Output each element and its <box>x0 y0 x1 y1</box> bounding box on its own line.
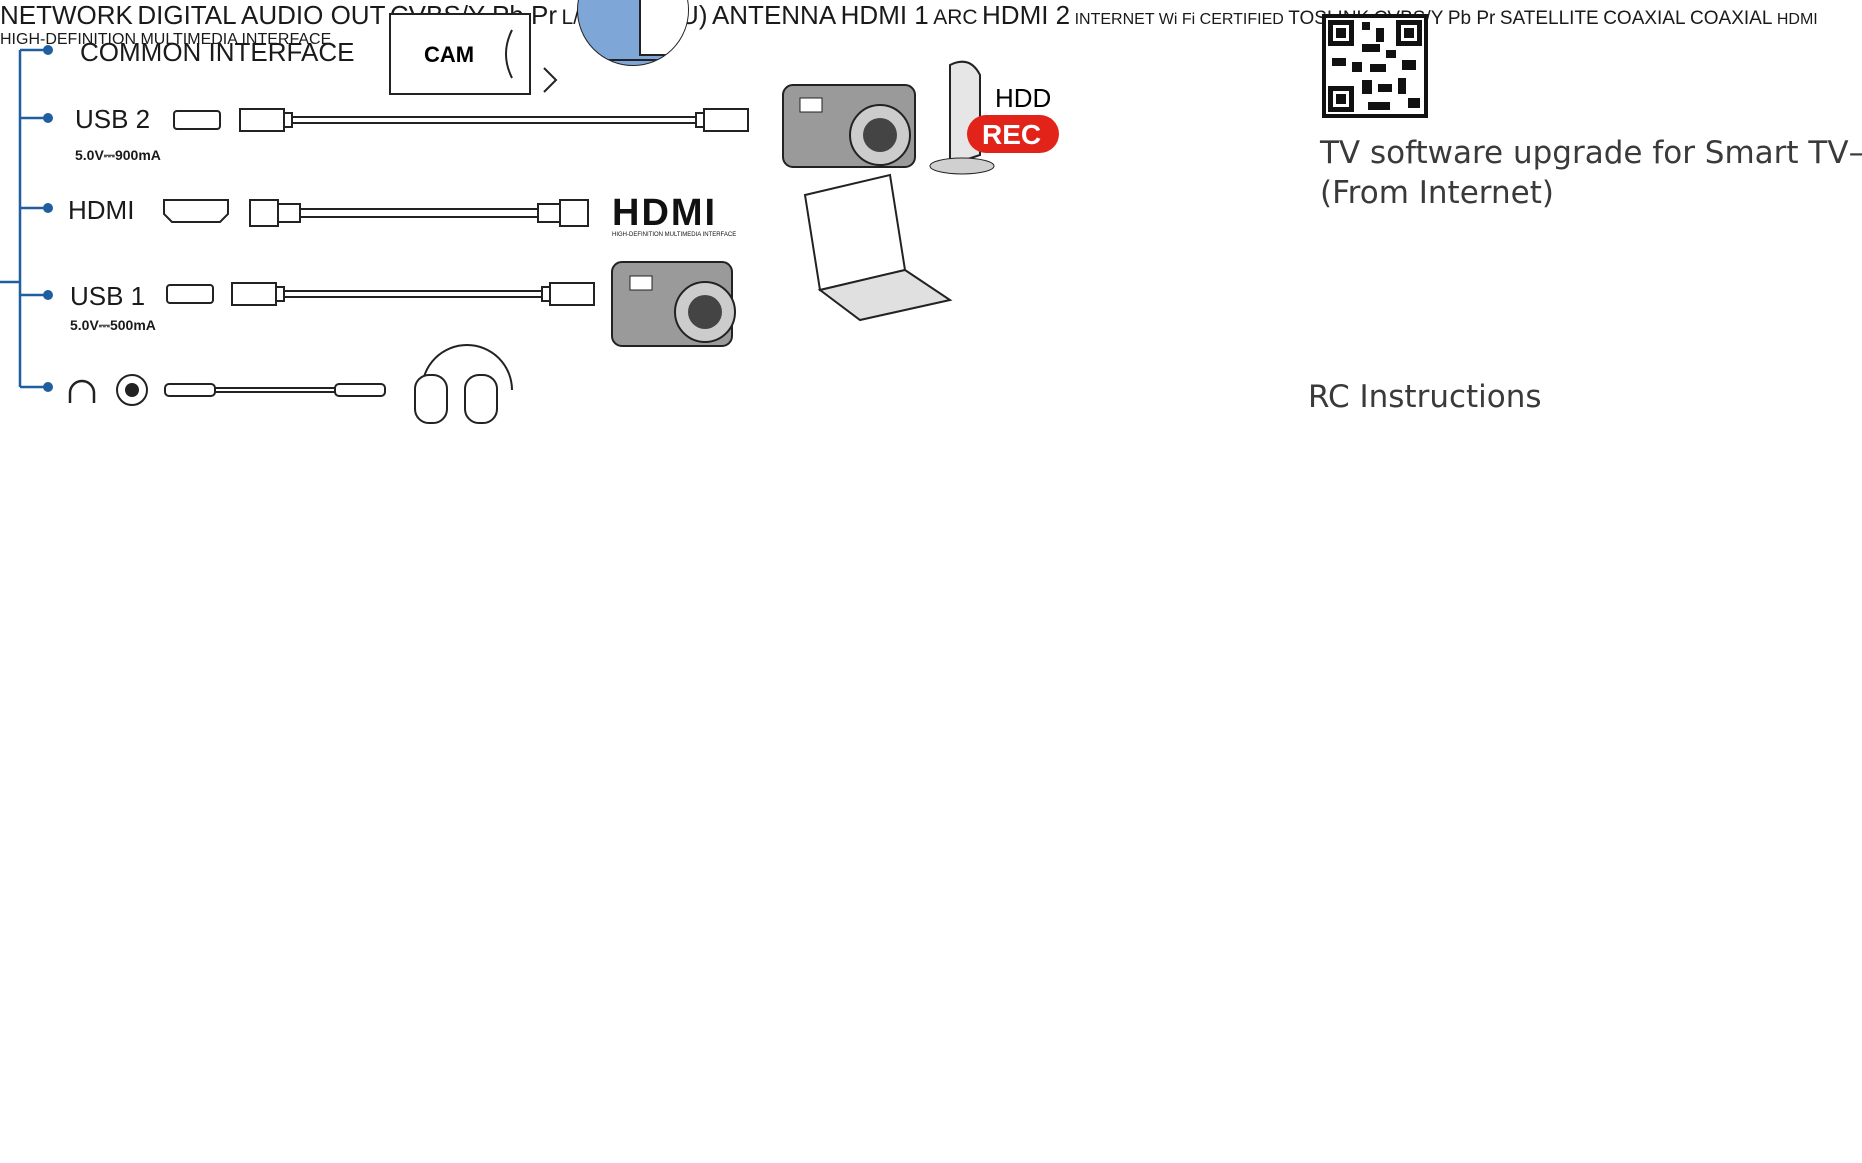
top-connector-dots <box>43 45 53 392</box>
coaxial-tag: COAXIAL <box>1690 8 1773 29</box>
svg-text:HIGH-DEFINITION MULTIMEDIA INT: HIGH-DEFINITION MULTIMEDIA INTERFACE <box>612 232 736 238</box>
svg-text:HDMI: HDMI <box>612 192 717 234</box>
sat-port-icon: SATELLITE COAXIAL COAXIAL HDMI HIGH-DEFI… <box>0 8 1862 415</box>
qr-code-software-upgrade <box>1322 14 1428 118</box>
cam-label: CAM <box>424 42 474 67</box>
digital-audio-label-line2: AUDIO OUT <box>241 0 386 30</box>
digital-audio-label-line1: DIGITAL <box>137 0 237 30</box>
usb2-label: USB 2 <box>75 104 150 134</box>
antenna-label: ANTENNA <box>711 0 837 30</box>
chevron-right-icon <box>543 67 558 93</box>
usb-port-icon <box>166 284 214 304</box>
cam-module-icon: CAM <box>389 13 531 95</box>
usb1-label: USB 1 <box>70 281 145 311</box>
usb1-rating: 5.0V⎓500mA <box>70 317 156 333</box>
usb-cable-icon <box>231 282 595 306</box>
network-label: NETWORK <box>0 0 133 30</box>
usb2-rating: 5.0V⎓900mA <box>75 147 161 163</box>
laptop-icon <box>803 173 953 322</box>
qr-rc-caption: RC Instructions <box>1308 379 1542 415</box>
hdmi-logo: HDMI HIGH-DEFINITION MULTIMEDIA INTERFAC… <box>612 192 736 238</box>
top-connector-lines <box>0 48 46 389</box>
headphone-port-icon <box>68 379 96 403</box>
hdmi-top-label: HDMI <box>68 195 134 225</box>
satellite-coaxial-tag: SATELLITE COAXIAL <box>1499 8 1686 29</box>
camera-icon <box>611 261 736 347</box>
hdmi1-port-icon: HDMI HIGH-DEFINITION MULTIMEDIA INTERFAC… <box>0 11 1862 415</box>
hdmi-port-icon <box>163 199 229 223</box>
audio-cable-icon <box>164 383 386 397</box>
common-interface-label: COMMON INTERFACE <box>80 37 354 67</box>
qr-software-caption-line2: (From Internet) <box>1320 175 1554 211</box>
rec-badge: REC <box>982 119 1041 150</box>
hdd-label: HDD <box>995 83 1051 113</box>
hdmi-logo: HDMI HIGH-DEFINITION MULTIMEDIA INTERFAC… <box>0 11 1818 48</box>
usb-cable-icon <box>239 108 749 132</box>
cam-slot-zoom-icon <box>577 0 689 66</box>
hdmi2-label: HDMI 2 <box>982 0 1071 30</box>
antenna-port-icon: COAXIAL HDMI HIGH-DEFINITION MULTIMEDIA … <box>0 8 1862 415</box>
wifi-certified-logo: Wi Fi CERTIFIED <box>1158 11 1284 28</box>
hdmi1-label: HDMI 1 <box>840 0 929 30</box>
camera-icon <box>782 84 916 168</box>
internet-label: INTERNET <box>1074 11 1155 28</box>
qr-software-caption-line1: TV software upgrade for Smart TV– <box>1320 135 1862 171</box>
headphones-icon <box>414 344 513 424</box>
usb-port-icon <box>173 110 221 130</box>
hdmi1-arc-label: ARC <box>933 6 978 29</box>
hdd-recorder-icon: HDD REC <box>929 60 1059 175</box>
hdmi-cable-icon <box>249 199 589 227</box>
